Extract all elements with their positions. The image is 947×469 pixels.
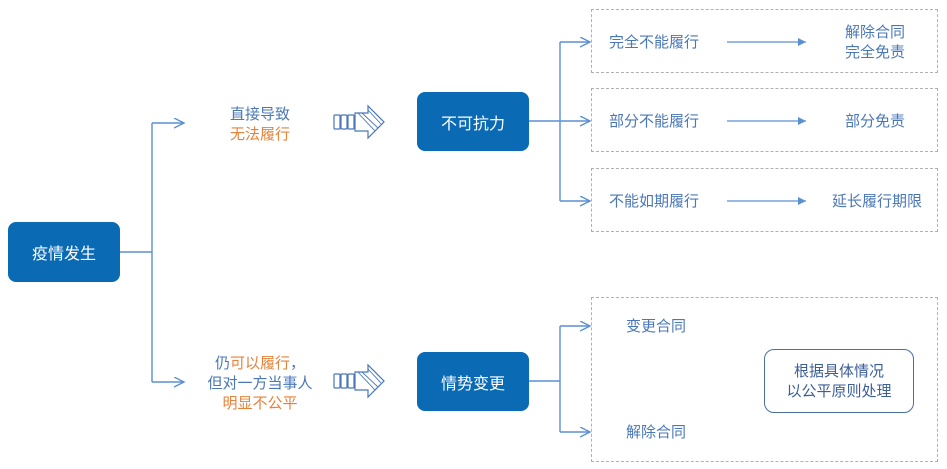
- lower-line1-prefix: 仍: [214, 354, 230, 372]
- lower-branch-label: 仍可以履行， 但对一方当事人 明显不公平: [190, 353, 330, 413]
- case-complete: 完全不能履行: [609, 33, 700, 51]
- striped-arrow-upper: [333, 104, 385, 140]
- principle-line1: 根据具体情况: [793, 362, 884, 380]
- case-partial: 部分不能履行: [609, 112, 700, 130]
- upper-branch-label: 直接导致 无法履行: [210, 104, 310, 144]
- lower-line1-highlight: 可以履行: [229, 354, 290, 372]
- option-modify-contract: 变更合同: [626, 317, 687, 335]
- lower-branch-line1: 仍可以履行，: [190, 353, 330, 373]
- result-arrows: [727, 38, 806, 205]
- changed-outcome-box: [591, 297, 938, 462]
- upper-branch-line1: 直接导致: [229, 105, 290, 123]
- lower-branch-line3: 明显不公平: [222, 394, 298, 412]
- option-terminate-contract: 解除合同: [626, 423, 687, 441]
- fairness-principle-box: 根据具体情况 以公平原则处理: [764, 349, 914, 413]
- result-delayed: 延长履行期限: [831, 192, 922, 210]
- outcome-box-partial: [591, 88, 938, 152]
- outbreak-connector: [120, 123, 184, 382]
- result-complete-line1: 解除合同: [844, 23, 905, 41]
- outcome-box-delayed: [591, 168, 938, 232]
- force-majeure-connector: [529, 42, 590, 201]
- upper-branch-line2: 无法履行: [229, 125, 290, 143]
- principle-line2: 以公平原则处理: [786, 382, 892, 400]
- force-majeure-node: 不可抗力: [417, 92, 529, 151]
- changed-circumstances-node: 情势变更: [417, 352, 529, 411]
- result-complete: 解除合同 完全免责: [820, 22, 930, 62]
- result-partial: 部分免责: [844, 112, 905, 130]
- lower-branch-line2: 但对一方当事人: [207, 374, 313, 392]
- result-complete-line2: 完全免责: [844, 43, 905, 61]
- changed-circumstances-connector: [529, 326, 590, 432]
- lower-line1-comma: ，: [290, 354, 306, 372]
- outbreak-node: 疫情发生: [8, 222, 120, 282]
- striped-arrow-lower: [333, 363, 385, 399]
- case-delayed: 不能如期履行: [609, 192, 700, 210]
- outcome-box-complete: [591, 9, 938, 73]
